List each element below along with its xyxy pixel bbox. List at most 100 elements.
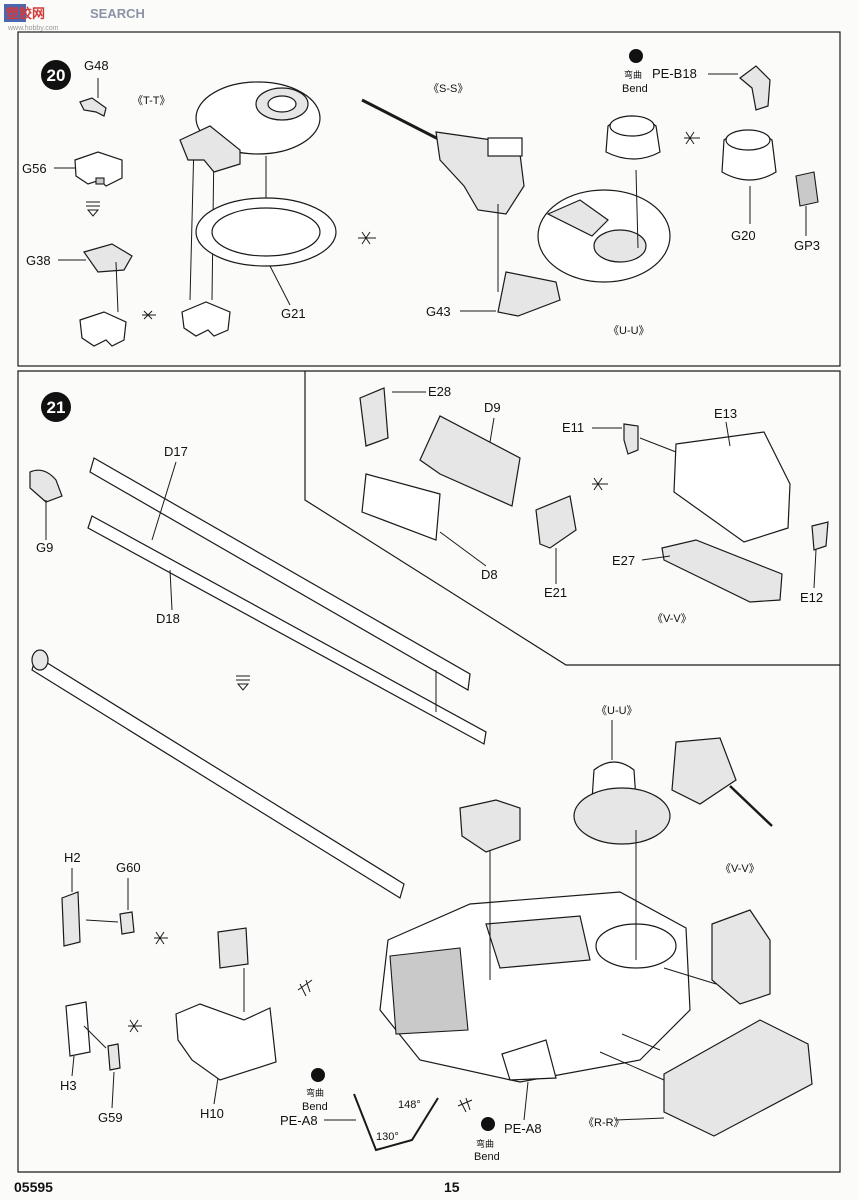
part-d18-barrel: [87, 515, 487, 745]
step21-number: 21: [47, 398, 66, 417]
part-g38-assembled: [79, 311, 127, 347]
part-h10: [175, 1003, 277, 1081]
arrow-right-icon: [457, 1097, 473, 1113]
part-d9: [419, 415, 521, 507]
label-h10: H10: [200, 1106, 224, 1121]
part-h3: [65, 1001, 91, 1057]
label-e13: E13: [714, 406, 737, 421]
step20-number: 20: [47, 66, 66, 85]
label-h2: H2: [64, 850, 81, 865]
arrow-right-icon: [297, 979, 313, 997]
part-gp3: [795, 171, 819, 207]
bend-en-3: Bend: [302, 1101, 328, 1113]
part-g43-bracket: [497, 271, 561, 317]
part-vv-box: [711, 909, 771, 1005]
label-g21: G21: [281, 306, 306, 321]
part-e28: [359, 387, 389, 447]
watermark-brand-cn: 塑胶网: [6, 6, 45, 21]
angle-148: 148°: [398, 1099, 421, 1111]
arrow-right-icon: [358, 231, 376, 245]
label-e21: E21: [544, 585, 567, 600]
arrow-right-icon: [142, 310, 156, 320]
part-e11: [623, 423, 639, 455]
part-g56: [74, 151, 123, 187]
part-d8: [361, 473, 441, 541]
watermark-logo-icon: [4, 4, 26, 22]
watermark: 塑胶网 SEARCH www.hobby.com: [4, 4, 145, 32]
step21-frame: [17, 370, 841, 1173]
ref-vv: 《V-V》: [652, 612, 692, 625]
part-pe-a8-grill: [501, 1039, 557, 1081]
label-g60: G60: [116, 860, 141, 875]
part-g38: [83, 243, 133, 273]
part-mg-assembled: [671, 737, 737, 805]
label-pe-a8-right: PE-A8: [504, 1121, 542, 1136]
label-g9: G9: [36, 540, 53, 555]
angle-130: 130°: [376, 1131, 399, 1143]
label-g56: G56: [22, 161, 47, 176]
bend-cn-2: 弯曲: [476, 1138, 494, 1150]
part-e12: [811, 521, 829, 551]
part-e13: [673, 431, 791, 543]
label-e12: E12: [800, 590, 823, 605]
ref-ss: 《S-S》: [428, 82, 468, 95]
arrow-right-icon: [128, 1019, 142, 1033]
label-g43: G43: [426, 304, 451, 319]
arrow-right-icon: [592, 477, 608, 491]
footer-page: 15: [444, 1179, 460, 1195]
part-h2: [61, 891, 81, 947]
label-g48: G48: [84, 58, 109, 73]
label-pe-a8-left: PE-A8: [280, 1113, 318, 1128]
ref-uu-2: 《U-U》: [596, 704, 638, 717]
part-barrel-assembled: [31, 655, 405, 899]
label-e11: E11: [562, 420, 584, 435]
part-rr-rack: [663, 1019, 813, 1137]
step21-badge: [41, 392, 71, 422]
step20: 20 G48 G56 G38 《T-T》 G21: [22, 49, 820, 347]
label-d8: D8: [481, 567, 498, 582]
part-d17-barrel: [89, 457, 471, 691]
part-pe-a8-bent: [353, 1093, 439, 1152]
part-e21: [535, 495, 577, 549]
watermark-site: www.hobby.com: [7, 25, 59, 32]
label-e27: E27: [612, 553, 635, 568]
part-g59: [107, 1043, 121, 1071]
watermark-brand-en: SEARCH: [90, 6, 145, 21]
label-g20: G20: [731, 228, 756, 243]
step20-badge: [41, 60, 71, 90]
part-g9: [29, 469, 63, 503]
part-base-assembled: [181, 301, 231, 337]
part-e27: [661, 539, 783, 603]
label-gp3: GP3: [794, 238, 820, 253]
part-h2-assembled: [217, 927, 249, 969]
bend-cn: 弯曲: [624, 69, 642, 81]
label-d18: D18: [156, 611, 180, 626]
label-d17: D17: [164, 444, 188, 459]
subassembly-frame: [304, 371, 840, 666]
label-e28: E28: [428, 384, 451, 399]
part-g60: [119, 911, 135, 935]
bend-icon-2: [481, 1117, 495, 1131]
label-pe-b18: PE-B18: [652, 66, 697, 81]
ref-uu: 《U-U》: [608, 324, 650, 337]
part-turret-armor: [485, 915, 591, 969]
label-h3: H3: [60, 1078, 77, 1093]
arrow-down-icon: [236, 675, 250, 691]
ref-rr: 《R-R》: [583, 1116, 625, 1129]
arrow-down-icon: [86, 201, 100, 217]
step21: 21 D17 D18 G9 E28 D9 D8 E21 E11: [29, 384, 829, 1163]
part-box: [459, 799, 521, 853]
part-hatch-bracket: [179, 125, 241, 173]
step20-frame: [17, 31, 841, 367]
bend-cn-3: 弯曲: [306, 1087, 324, 1099]
label-d9: D9: [484, 400, 501, 415]
ref-vv-2: 《V-V》: [720, 862, 760, 875]
bend-icon: [629, 49, 643, 63]
part-turret-stowage: [389, 947, 469, 1035]
bend-en: Bend: [622, 83, 648, 95]
arrow-right-icon: [154, 931, 168, 945]
part-g48: [79, 97, 107, 117]
arrow-left-icon: [684, 131, 700, 145]
part-pe-b18: [739, 65, 771, 111]
